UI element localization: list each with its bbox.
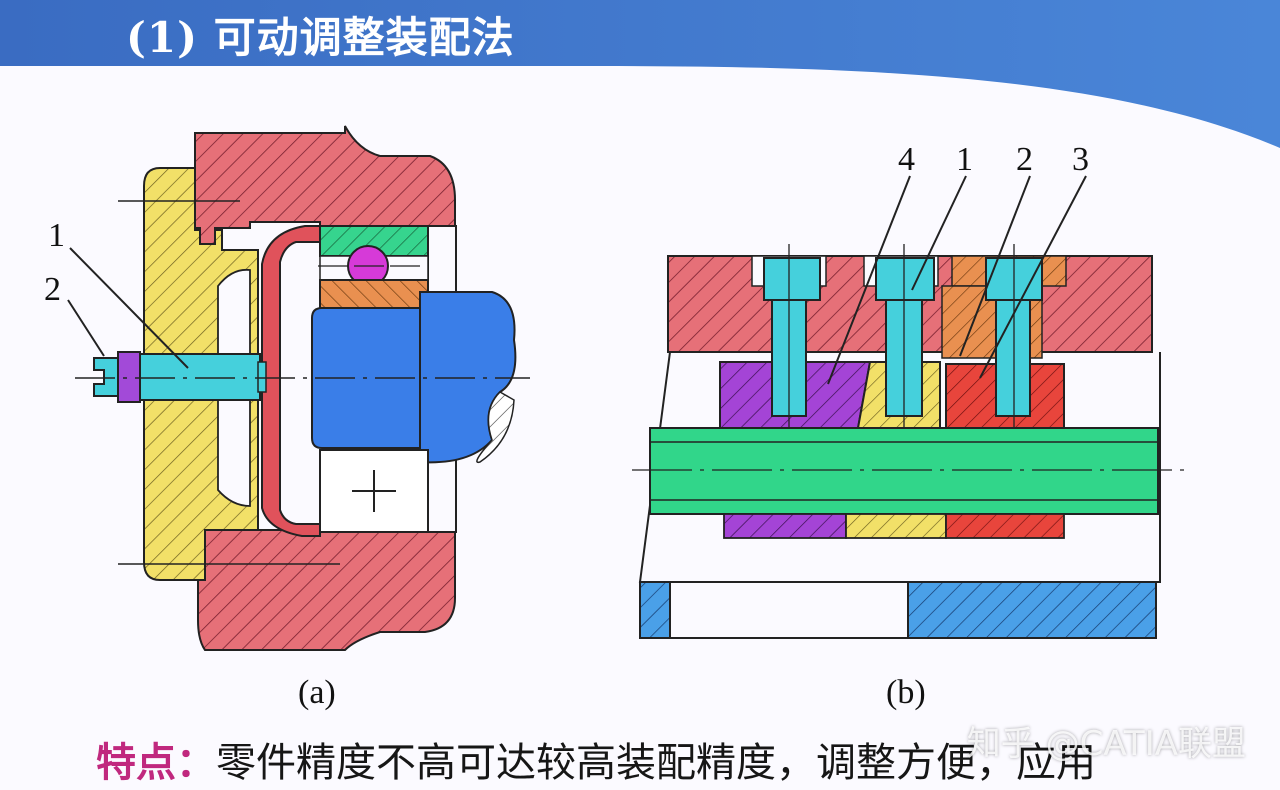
lock-nut <box>117 351 141 403</box>
bolt-1 <box>763 244 821 430</box>
spacer-ring <box>261 225 321 537</box>
features-label: 特点： <box>96 739 216 786</box>
shaft <box>311 291 517 464</box>
slide-title: (1) 可动调整装配法 <box>126 13 515 62</box>
header-band <box>0 0 1280 148</box>
figure-a-caption: (a) <box>298 674 336 711</box>
guide-rail <box>649 427 1159 515</box>
figure-b-diagram: 4 1 2 3 <box>632 141 1190 639</box>
bolt-3 <box>985 244 1043 430</box>
watermark: 知乎 @CATIA联盟 <box>966 724 1246 764</box>
callout-b-2: 2 <box>1016 141 1033 178</box>
callout-a-1: 1 <box>48 217 65 254</box>
bolt-2 <box>875 244 935 430</box>
features-line: 特点：零件精度不高可达较高装配精度，调整方便，应用 <box>96 730 1096 788</box>
housing-lower <box>197 529 456 651</box>
base-block <box>907 581 1157 639</box>
callout-b-3: 3 <box>1072 141 1089 178</box>
housing-upper <box>194 125 456 245</box>
callout-a-2: 2 <box>44 271 61 308</box>
callout-b-4: 4 <box>898 141 915 178</box>
figure-a-diagram: 1 2 <box>44 125 530 651</box>
adjusting-screw <box>139 353 261 401</box>
callout-b-1: 1 <box>956 141 973 178</box>
features-text: 零件精度不高可达较高装配精度，调整方便，应用 <box>216 740 1096 786</box>
figure-b-caption: (b) <box>886 674 926 711</box>
